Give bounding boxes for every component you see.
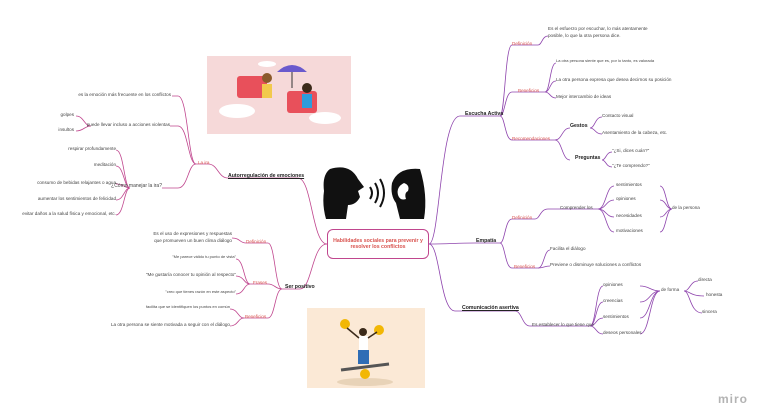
branch-ser-positivo: Ser positivo	[285, 284, 315, 290]
ira-puede-text: puede llevar incluso a acciones violenta…	[86, 122, 170, 127]
escucha-pregunta-1: "¿Si, dices cuán?"	[612, 148, 650, 153]
empatia-beneficio-2: Previene o disminuye soluciones a confli…	[550, 262, 642, 267]
positivo-beneficios-label: Beneficios	[245, 314, 267, 319]
escucha-preguntas-label: Preguntas	[575, 155, 601, 161]
root-title-line1: Habilidades sociales para prevenir y	[333, 237, 423, 244]
positivo-beneficio-1: facilita que se identifiquen los puntos …	[145, 304, 230, 309]
escucha-beneficio-2: La otra persona expresa que desea decirn…	[556, 77, 672, 82]
ira-accion-golpes: golpes	[60, 112, 74, 117]
branch-autorregulacion: Autorregulación de emociones	[228, 173, 305, 179]
comunicacion-forma-3: sincera	[702, 309, 717, 314]
ira-como-manejar: ¿Cómo manejar la ira?	[111, 183, 162, 189]
escucha-recomendaciones-label: Recomendaciones	[512, 136, 551, 141]
comunicacion-de-forma: de forma	[661, 287, 680, 292]
positivo-frases-label: Frases	[253, 280, 268, 285]
branch-empatia: Empatía	[476, 238, 497, 244]
escucha-definicion-text2: posible, lo que la otra persona dice.	[548, 33, 621, 38]
escucha-beneficios-label: Beneficios	[518, 88, 540, 93]
empatia-beneficios-label: Beneficios	[514, 264, 536, 269]
positivo-frase-1: "Me parece válido tu punto de vista"	[172, 254, 236, 259]
empatia-item-2: opiniones	[616, 196, 636, 201]
ira-label: La ira	[198, 160, 210, 165]
positivo-definicion-text1: Es el uso de expresiones y respuestas	[153, 231, 232, 236]
branch-escucha-activa: Escucha Activa	[465, 111, 504, 117]
listening-heads-illustration	[320, 165, 430, 221]
balance-illustration	[307, 308, 425, 388]
comunicacion-establecer: Es establecer lo que tiene que	[532, 322, 594, 327]
escucha-gestos-label: Gestos	[570, 123, 588, 129]
escucha-definicion-text1: Es el esfuerzo por escuchar, lo más aten…	[548, 26, 648, 31]
comunicacion-item-2: creencias	[603, 298, 623, 303]
empatia-de-la-persona: de la persona	[672, 205, 700, 210]
ira-tip-2: meditación	[93, 162, 116, 167]
escucha-definicion-label: Definición	[512, 41, 533, 46]
comunicacion-item-1: opiniones	[603, 282, 623, 287]
positivo-definicion-text2: que promueven un buen clima diálogo	[154, 238, 232, 243]
escucha-pregunta-2: "¿Te comprendo?"	[612, 163, 650, 168]
comunicacion-forma-2: honesta	[706, 292, 723, 297]
conversation-illustration	[207, 56, 351, 134]
empatia-comprender: Comprender los	[560, 205, 593, 210]
positivo-frase-3: "creo que tienes razón en este aspecto"	[165, 289, 236, 294]
empatia-item-4: motivaciones	[616, 228, 643, 233]
escucha-gesto-2: Asentamiento de la cabeza, etc.	[602, 130, 668, 135]
root-title-line2: resolver los conflictos	[350, 244, 406, 250]
miro-logo: miro	[717, 392, 748, 406]
positivo-frase-2: "Me gustaría conocer tu opinión al respe…	[145, 272, 236, 277]
branch-comunicacion-asertiva: Comunicación asertiva	[462, 305, 519, 311]
empatia-beneficio-1: Facilita el diálogo	[550, 246, 586, 251]
empatia-item-3: necesidades	[616, 213, 642, 218]
escucha-beneficio-1: La otra persona siente que es, por lo ta…	[556, 58, 655, 63]
empatia-definicion-label: Definición	[512, 215, 533, 220]
ira-tip-3: consumo de bebidas relajantes o agua	[37, 180, 116, 185]
ira-tip-1: respirar profundamente	[68, 146, 116, 151]
positivo-beneficio-2: La otra persona se siente motivada a seg…	[110, 322, 230, 327]
escucha-gesto-1: Contacto visual	[602, 113, 634, 118]
comunicacion-forma-1: directa	[698, 277, 712, 282]
comunicacion-item-4: deseos personales	[603, 330, 642, 335]
empatia-item-1: sentimientos	[616, 182, 642, 187]
escucha-beneficio-3: Mejor intercambio de ideas	[556, 94, 612, 99]
ira-emocion-text: es la emoción más frecuente en los confl…	[78, 92, 171, 97]
ira-tip-4: aumentar los sentimientos de felicidad	[37, 196, 116, 201]
ira-tip-5: evitar daños a la salud física y emocion…	[22, 211, 116, 216]
positivo-definicion-label: Definición	[246, 239, 267, 244]
comunicacion-item-3: sentimientos	[603, 314, 629, 319]
ira-accion-insultos: insultos	[58, 127, 74, 132]
